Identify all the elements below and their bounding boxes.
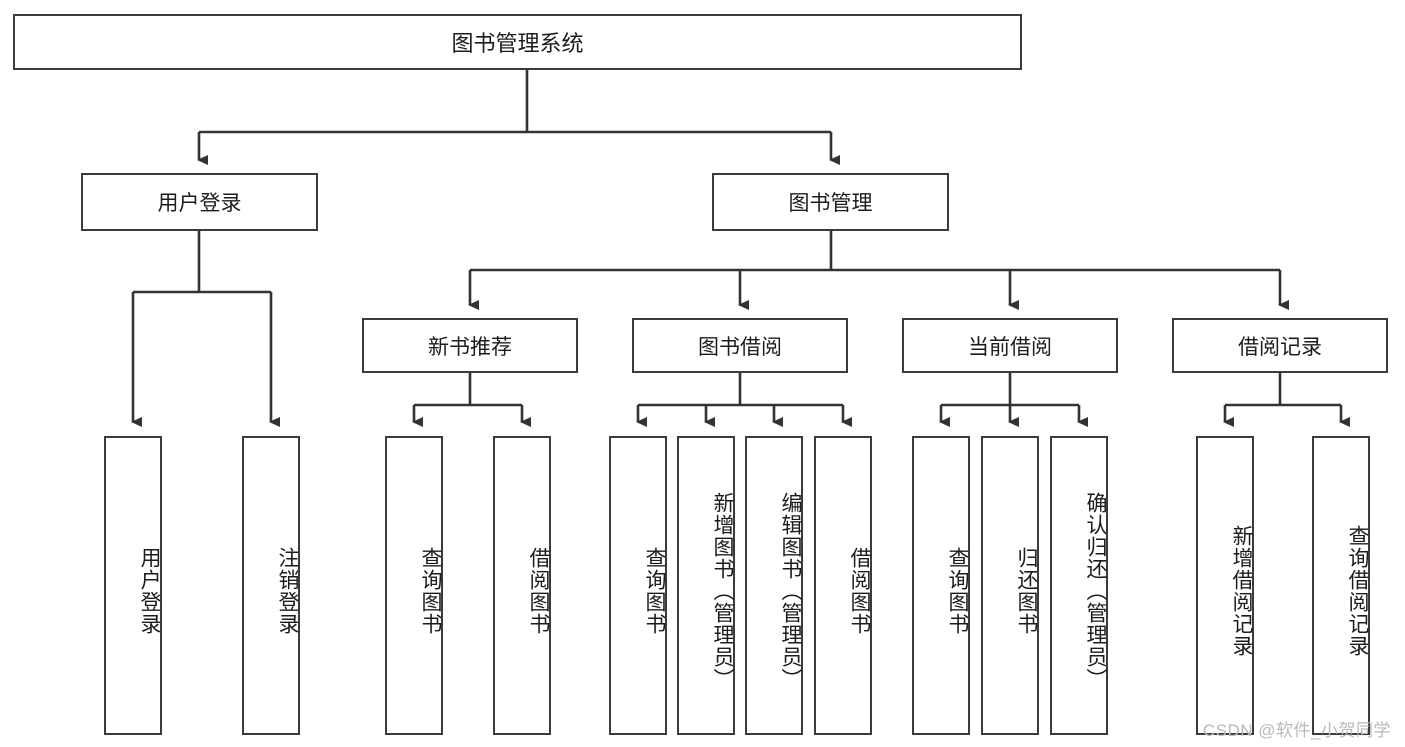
node-label: 编辑图书（管理员） (779, 491, 802, 690)
node-new-book-recommend[interactable]: 新书推荐 (362, 318, 578, 373)
node-current-borrow[interactable]: 当前借阅 (902, 318, 1118, 373)
node-leaf-borrow-book[interactable]: 借阅图书 (814, 436, 872, 735)
node-label: 新书推荐 (428, 335, 512, 359)
watermark: CSDN @软件_小贺同学 (1202, 721, 1391, 740)
node-leaf-query-borrow-record[interactable]: 查询借阅记录 (1312, 436, 1370, 735)
node-leaf-user-login[interactable]: 用户登录 (104, 436, 162, 735)
node-leaf-confirm-return-admin[interactable]: 确认归还（管理员） (1050, 436, 1108, 735)
node-label: 借阅图书 (527, 546, 550, 635)
node-label: 确认归还（管理员） (1084, 491, 1107, 690)
node-label: 图书借阅 (698, 335, 782, 359)
node-label: 查询图书 (419, 546, 442, 635)
node-label: 用户登录 (138, 546, 161, 635)
node-leaf-query-book-current[interactable]: 查询图书 (912, 436, 970, 735)
node-label: 当前借阅 (968, 335, 1052, 359)
node-leaf-borrow-book-recommend[interactable]: 借阅图书 (493, 436, 551, 735)
node-leaf-add-book-admin[interactable]: 新增图书（管理员） (677, 436, 735, 735)
node-book-borrow[interactable]: 图书借阅 (632, 318, 848, 373)
node-label: 新增借阅记录 (1230, 524, 1253, 657)
node-label: 查询图书 (643, 546, 666, 635)
node-label: 新增图书（管理员） (711, 491, 734, 690)
node-label: 图书管理系统 (451, 31, 584, 56)
node-label: 用户登录 (157, 192, 242, 215)
node-label: 查询图书 (946, 546, 969, 635)
node-leaf-logout-login[interactable]: 注销登录 (242, 436, 300, 735)
node-leaf-return-book[interactable]: 归还图书 (981, 436, 1039, 735)
node-label: 注销登录 (276, 546, 299, 635)
node-borrow-record[interactable]: 借阅记录 (1172, 318, 1388, 373)
node-leaf-query-book-recommend[interactable]: 查询图书 (385, 436, 443, 735)
node-leaf-edit-book-admin[interactable]: 编辑图书（管理员） (745, 436, 803, 735)
node-label: 借阅记录 (1238, 335, 1322, 359)
node-leaf-query-book-borrow[interactable]: 查询图书 (609, 436, 667, 735)
node-user-login[interactable]: 用户登录 (81, 173, 318, 231)
node-label: 借阅图书 (848, 546, 871, 635)
node-label: 查询借阅记录 (1346, 524, 1369, 657)
node-leaf-add-borrow-record[interactable]: 新增借阅记录 (1196, 436, 1254, 735)
node-label: 图书管理 (788, 192, 873, 215)
node-book-management[interactable]: 图书管理 (712, 173, 949, 231)
node-root-book-management-system[interactable]: 图书管理系统 (13, 14, 1022, 70)
node-label: 归还图书 (1015, 546, 1038, 635)
